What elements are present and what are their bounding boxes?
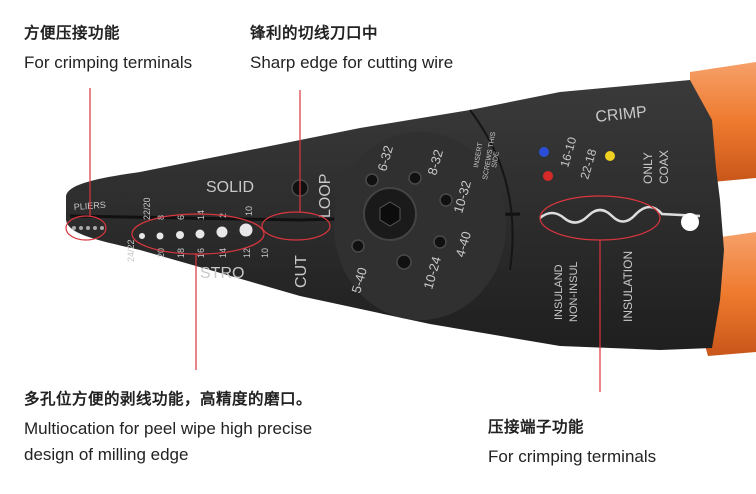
non-insul-marking: NON-INSUL	[568, 261, 580, 322]
screw-size-label: 4-40	[452, 230, 474, 259]
insulation-marking: INSULATION	[621, 251, 635, 322]
insert-note-1: INSERT	[473, 141, 484, 168]
screw-size-label: 6-32	[374, 144, 396, 173]
gauge-stranded-label: 16	[196, 248, 206, 258]
gauge-stranded-label: 12	[242, 248, 252, 258]
screw-size-label: 8-32	[424, 148, 446, 177]
crimp-dot-blue	[539, 147, 549, 157]
caption-stripping-holes: 多孔位方便的剥线功能，高精度的磨口。 Multiocation for peel…	[24, 388, 312, 466]
loop-marking: LOOP	[317, 174, 334, 218]
caption-stripping-holes-zh: 多孔位方便的剥线功能，高精度的磨口。	[24, 390, 313, 408]
caption-cutting-edge-en: Sharp edge for cutting wire	[250, 53, 454, 72]
crimp-dot-red	[543, 171, 553, 181]
caption-stripping-holes-en1: Multiocation for peel wipe high precise	[24, 419, 313, 438]
crimp-marking: CRIMP	[595, 104, 648, 126]
insuland-marking: INSULAND	[553, 264, 565, 320]
solid-marking: SOLID	[206, 179, 254, 196]
gauge-solid-label: 6	[176, 215, 186, 220]
callout-strip-holes	[131, 213, 265, 255]
only-marking: ONLY	[641, 152, 655, 184]
caption-cutting-edge: 锋利的切线刀口中 Sharp edge for cutting wire	[250, 22, 453, 74]
callout-plier-jaw	[65, 215, 107, 241]
coax-marking: COAX	[657, 150, 671, 184]
caption-crimp-left: 方便压接功能 For crimping terminals	[24, 22, 192, 74]
caption-crimp-left-zh: 方便压接功能	[24, 24, 121, 42]
insert-note-3: SIDE	[491, 151, 501, 169]
screw-size-label: 5-40	[348, 266, 370, 295]
callout-cutter	[261, 211, 331, 241]
caption-cutting-edge-zh: 锋利的切线刀口中	[250, 24, 379, 42]
caption-crimp-right-zh: 压接端子功能	[488, 418, 585, 436]
gauge-stranded-label: 24/22	[126, 239, 136, 262]
gauge-stranded-label: 10	[260, 248, 270, 258]
caption-crimp-left-en: For crimping terminals	[24, 53, 193, 72]
gauge-stranded-label: 20	[156, 248, 166, 258]
stro-marking: STRO	[200, 265, 244, 282]
gauge-solid-label: 22/20	[142, 197, 152, 220]
cut-marking: CUT	[293, 255, 310, 288]
caption-stripping-holes-en2: design of milling edge	[24, 445, 189, 464]
caption-crimp-right: 压接端子功能 For crimping terminals	[488, 416, 656, 468]
crimp-dot-yellow	[605, 151, 615, 161]
gauge-solid-label: 10	[244, 206, 254, 216]
gauge-solid-label: 14	[196, 210, 206, 220]
caption-crimp-right-en: For crimping terminals	[488, 447, 657, 466]
